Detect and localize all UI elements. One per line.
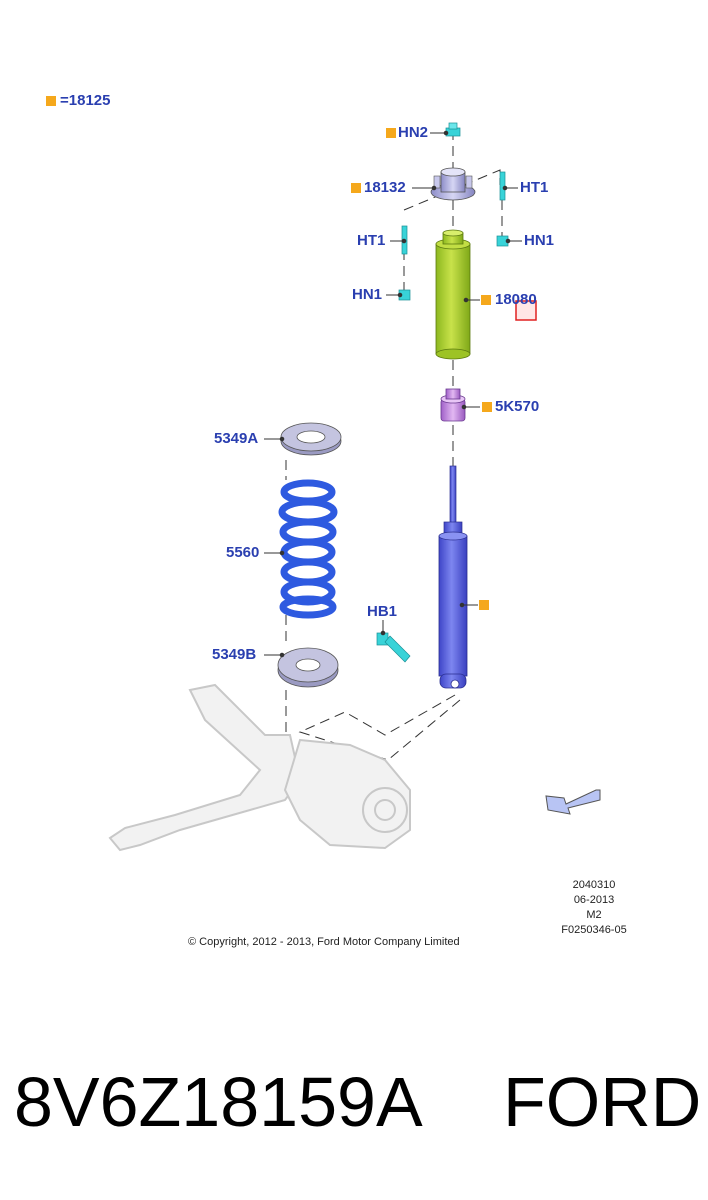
label-5k570: 5K570 <box>495 398 540 415</box>
bump-stop-icon <box>440 388 466 422</box>
shock-marker <box>479 600 489 610</box>
copyright-notice: © Copyright, 2012 - 2013, Ford Motor Com… <box>188 936 460 948</box>
label-5560: 5560 <box>226 544 260 561</box>
exploded-diagram <box>108 122 601 852</box>
p18132-marker <box>351 183 361 193</box>
legend-equals: = <box>60 92 69 109</box>
coil-spring-icon <box>278 479 338 619</box>
leader-lines <box>264 130 522 658</box>
label-hn1-right: HN1 <box>524 232 555 249</box>
p5k570-marker <box>482 402 492 412</box>
label-hn1-left: HN1 <box>352 286 383 303</box>
hb1-bolt-icon <box>376 632 411 663</box>
direction-arrow-icon <box>545 789 601 815</box>
lower-arm-knuckle-ghost <box>108 683 411 852</box>
brand-name: FORD <box>503 1063 702 1141</box>
label-ht1-right: HT1 <box>520 179 549 196</box>
highlight-box <box>515 300 537 321</box>
part-number: 8V6Z18159A <box>14 1063 423 1141</box>
meta-line-1: 2040310 <box>572 879 616 891</box>
hn2-nut-icon <box>445 122 461 137</box>
label-18132: 18132 <box>364 179 406 196</box>
shock-absorber-icon <box>438 465 468 689</box>
label-5349a: 5349A <box>214 430 259 447</box>
meta-line-2: 06-2013 <box>573 894 615 906</box>
label-ht1-left: HT1 <box>357 232 386 249</box>
legend-code: 18125 <box>68 92 111 109</box>
label-5349b: 5349B <box>212 646 257 663</box>
dust-boot-icon <box>435 229 471 360</box>
drawing-meta: 2040310 06-2013 M2 F0250346-05 <box>549 878 639 938</box>
upper-spring-seat-icon <box>280 422 342 456</box>
label-hb1: HB1 <box>367 603 398 620</box>
top-mount-icon <box>430 167 476 201</box>
meta-line-3: M2 <box>586 909 602 921</box>
lower-spring-seat-icon <box>277 647 339 688</box>
label-hn2: HN2 <box>398 124 429 141</box>
hn2-marker <box>386 128 396 138</box>
meta-line-4: F0250346-05 <box>561 924 627 936</box>
label-18080: 18080 <box>495 291 537 308</box>
p18080-marker <box>481 295 491 305</box>
legend-text: =18125 <box>60 93 110 109</box>
legend-marker <box>46 96 56 106</box>
